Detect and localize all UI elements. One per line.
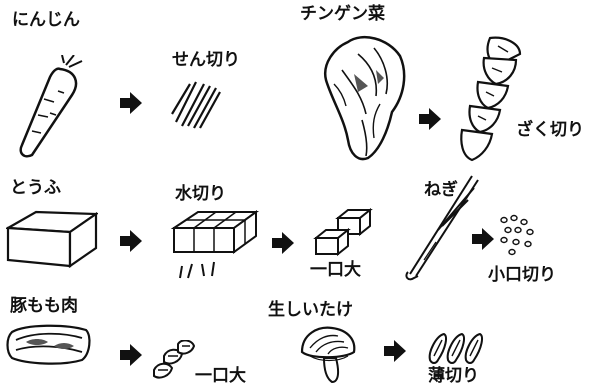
shiitake-slices-icon bbox=[426, 328, 488, 366]
label-bite-size-pork: 一口大 bbox=[195, 366, 246, 386]
sliced-onion-icon bbox=[494, 212, 544, 256]
label-pork: 豚もも肉 bbox=[10, 296, 78, 316]
shiitake-icon bbox=[298, 324, 360, 386]
green-onion-icon bbox=[402, 172, 482, 282]
pork-pieces-icon bbox=[150, 340, 198, 384]
label-carrot: にんじん bbox=[12, 10, 80, 30]
label-drain-water: 水切り bbox=[175, 184, 226, 204]
label-julienne: せん切り bbox=[172, 50, 240, 70]
chopped-bok-choy-icon bbox=[450, 32, 528, 167]
arrow-right-icon bbox=[270, 232, 296, 254]
drained-tofu-icon bbox=[168, 206, 260, 288]
label-shiitake: 生しいたけ bbox=[268, 300, 353, 320]
arrow-right-icon bbox=[118, 230, 144, 252]
arrow-right-icon bbox=[118, 92, 144, 114]
label-green-onion: ねぎ bbox=[424, 180, 458, 200]
carrot-icon bbox=[14, 55, 86, 160]
label-tofu: とうふ bbox=[10, 178, 61, 198]
label-small-round-slices: 小口切り bbox=[488, 265, 556, 285]
pork-icon bbox=[6, 322, 92, 366]
tofu-icon bbox=[6, 208, 98, 270]
label-bok-choy: チンゲン菜 bbox=[300, 4, 385, 24]
label-thin-slices: 薄切り bbox=[428, 366, 479, 386]
tofu-cubes-icon bbox=[312, 208, 376, 260]
arrow-right-icon bbox=[417, 108, 443, 130]
arrow-right-icon bbox=[470, 228, 496, 250]
label-bite-size-tofu: 一口大 bbox=[310, 260, 361, 280]
julienne-icon bbox=[170, 78, 222, 130]
bok-choy-icon bbox=[318, 34, 410, 162]
arrow-right-icon bbox=[382, 340, 408, 362]
arrow-right-icon bbox=[118, 344, 144, 366]
label-rough-cut: ざく切り bbox=[516, 120, 584, 140]
